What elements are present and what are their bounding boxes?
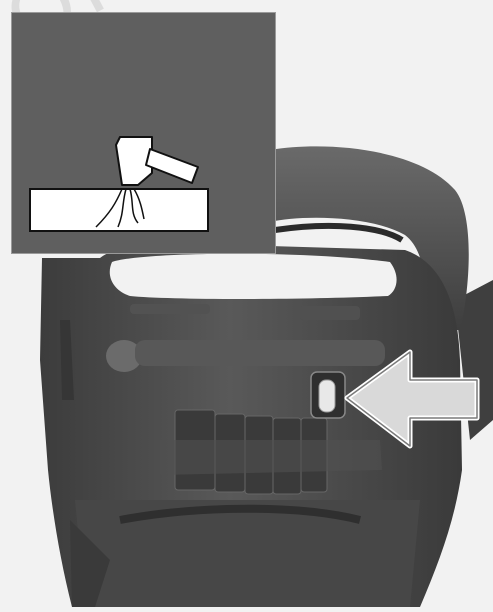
chiseling-mode-inset	[11, 12, 276, 254]
handle-opening	[110, 254, 397, 299]
mode-switch	[311, 372, 345, 418]
hammer-chisel-icon	[12, 13, 275, 253]
